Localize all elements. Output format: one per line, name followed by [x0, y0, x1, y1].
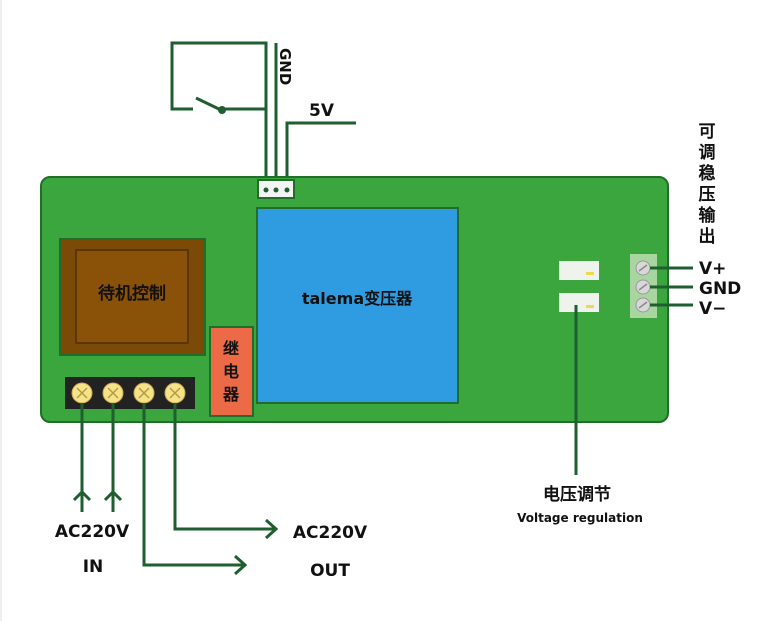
- pot-1: [559, 261, 599, 280]
- pin-1: [263, 187, 269, 193]
- arrow-up-icon: [103, 489, 123, 502]
- screw-terminal-icon: [164, 382, 186, 404]
- standby-control-label: 待机控制: [98, 283, 166, 304]
- screw-terminal-icon: [71, 382, 93, 404]
- relay-label-1: 继: [223, 339, 239, 358]
- relay-label-2: 电: [223, 362, 239, 381]
- transformer: [256, 207, 459, 404]
- wire-switch-right: [222, 107, 268, 185]
- pot-1-mark: [586, 272, 594, 275]
- relay: [209, 326, 254, 417]
- output-wires: [650, 266, 693, 307]
- gnd-out-label: GND: [699, 279, 741, 299]
- voltage-adjust-cn-label: 电压调节: [543, 484, 611, 505]
- ac-out-label: OUT: [310, 561, 350, 581]
- ac-screws: [71, 382, 186, 404]
- arrow-right-icon: [264, 518, 279, 540]
- screw-terminal-icon: [133, 382, 155, 404]
- wire-switch-left: [170, 41, 268, 185]
- pot-2-mark: [586, 305, 594, 308]
- pin-3: [284, 187, 290, 193]
- pin-2: [273, 187, 279, 193]
- arrow-up-icon: [72, 489, 92, 502]
- ac-in-voltage-label: AC220V: [55, 522, 130, 542]
- output-screws: [635, 260, 651, 313]
- relay-label-3: 器: [222, 385, 240, 404]
- voltage-adjust-en-label: Voltage regulation: [517, 511, 643, 525]
- pot-2: [559, 293, 599, 312]
- ac-out-wires: [142, 403, 279, 576]
- five-v-label: 5V: [309, 101, 335, 121]
- standby-switch-wiring: [170, 41, 356, 185]
- gnd-top-label: GND: [276, 48, 294, 85]
- arrow-right-icon: [233, 554, 248, 576]
- switch-icon: [195, 96, 222, 112]
- ac-in-wires: [72, 403, 123, 512]
- v-minus-label: V−: [699, 299, 726, 319]
- v-plus-label: V+: [699, 259, 726, 279]
- transformer-label: talema变压器: [302, 289, 413, 308]
- ac-in-label: IN: [83, 557, 104, 577]
- standby-module-inner: [75, 249, 189, 344]
- adjustable-output-label: 可调稳压输出: [698, 122, 716, 247]
- wire-5v: [285, 121, 356, 185]
- ac-out-voltage-label: AC220V: [293, 523, 368, 543]
- screw-terminal-icon: [102, 382, 124, 404]
